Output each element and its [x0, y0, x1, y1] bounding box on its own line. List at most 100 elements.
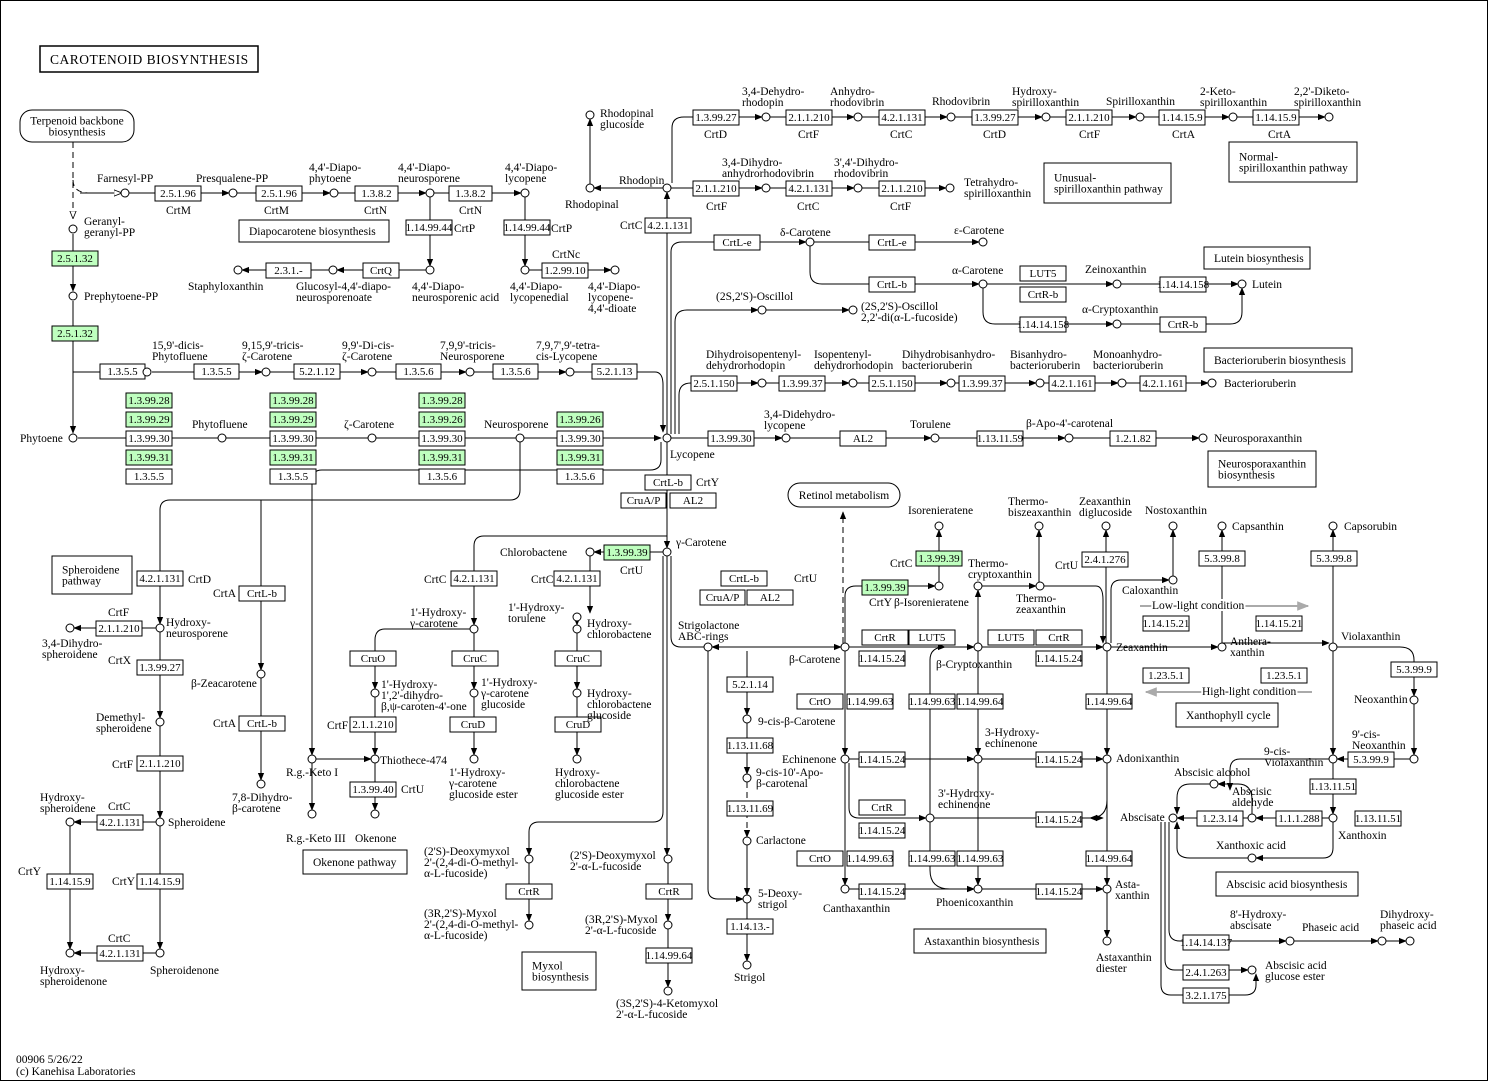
compound-node[interactable]: [1247, 813, 1257, 823]
compound-node[interactable]: [930, 433, 940, 443]
compound-node[interactable]: [663, 920, 673, 930]
enzyme-box[interactable]: 1.3.99.30: [269, 430, 317, 447]
enzyme-box[interactable]: 1.3.99.37: [778, 375, 826, 392]
enzyme-box[interactable]: 1.14.99.44: [503, 219, 551, 236]
enzyme-box[interactable]: 2.5.1.32: [51, 250, 99, 267]
compound-node[interactable]: [1247, 965, 1257, 975]
compound-node[interactable]: [65, 948, 75, 958]
compound-node[interactable]: [1102, 936, 1112, 946]
enzyme-box[interactable]: 1.14.15.24: [858, 751, 906, 768]
compound-node[interactable]: [973, 642, 983, 652]
map-link-lutein[interactable]: Lutein biosynthesis: [1203, 246, 1311, 270]
compound-node[interactable]: [853, 183, 863, 193]
enzyme-box[interactable]: 1.14.15.9: [1252, 109, 1300, 126]
enzyme-box[interactable]: 4.2.1.161: [1139, 375, 1187, 392]
enzyme-box[interactable]: 1.3.99.29: [269, 411, 317, 428]
compound-node[interactable]: [515, 433, 525, 443]
enzyme-box[interactable]: CrtL-e: [868, 234, 916, 251]
enzyme-box[interactable]: CrtO: [796, 850, 844, 867]
compound-node[interactable]: [425, 188, 435, 198]
enzyme-box[interactable]: 1.3.99.26: [418, 411, 466, 428]
enzyme-box[interactable]: 2.5.1.150: [690, 375, 738, 392]
enzyme-box[interactable]: 1.3.99.30: [556, 430, 604, 447]
enzyme-box[interactable]: 2.1.1.210: [785, 109, 833, 126]
compound-node[interactable]: [761, 183, 771, 193]
compound-node[interactable]: [1198, 433, 1208, 443]
compound-node[interactable]: [742, 836, 752, 846]
enzyme-box[interactable]: 1.3.5.6: [556, 468, 604, 485]
compound-node[interactable]: [307, 754, 317, 764]
enzyme-box[interactable]: 1.3.5.5: [99, 363, 146, 380]
compound-node[interactable]: [945, 183, 955, 193]
compound-node[interactable]: [65, 817, 75, 827]
enzyme-box[interactable]: 1.13.11.51: [1354, 810, 1402, 827]
enzyme-box[interactable]: 1.3.99.27: [136, 659, 184, 676]
compound-node[interactable]: [469, 754, 479, 764]
compound-node[interactable]: [1328, 754, 1338, 764]
compound-node[interactable]: [1328, 813, 1338, 823]
enzyme-box[interactable]: 5.3.99.8: [1310, 550, 1358, 567]
enzyme-box[interactable]: 1.3.99.39: [915, 550, 963, 567]
compound-node[interactable]: [1328, 642, 1338, 652]
compound-node[interactable]: [155, 817, 165, 827]
compound-node[interactable]: [585, 547, 595, 557]
enzyme-box[interactable]: 1.14.15.21: [1255, 615, 1303, 632]
compound-node[interactable]: [925, 813, 935, 823]
map-link-diapocarotene[interactable]: Diapocarotene biosynthesis: [238, 219, 390, 243]
compound-node[interactable]: [1035, 581, 1045, 591]
enzyme-box[interactable]: AL2: [746, 589, 794, 606]
enzyme-box[interactable]: AL2: [669, 492, 717, 509]
compound-node[interactable]: [1168, 521, 1178, 531]
enzyme-box[interactable]: 4.2.1.131: [96, 945, 144, 962]
enzyme-box[interactable]: 2.1.1.210: [692, 180, 740, 197]
enzyme-box[interactable]: 1.14.99.64: [956, 693, 1004, 710]
enzyme-box[interactable]: 4.2.1.161: [1048, 375, 1096, 392]
compound-node[interactable]: [572, 688, 582, 698]
compound-node[interactable]: [469, 624, 479, 634]
compound-node[interactable]: [520, 265, 530, 275]
compound-node[interactable]: [662, 547, 672, 557]
enzyme-box[interactable]: 1.14.15.21: [1142, 615, 1190, 632]
compound-node[interactable]: [370, 809, 380, 819]
compound-node[interactable]: [1228, 112, 1238, 122]
enzyme-box[interactable]: CrtR: [505, 883, 553, 900]
enzyme-box[interactable]: 1.14.99.63: [956, 850, 1004, 867]
enzyme-box[interactable]: 1.14.14.158: [1157, 276, 1210, 293]
enzyme-box[interactable]: 1.3.99.39: [861, 579, 909, 596]
enzyme-box[interactable]: 1.14.15.24: [1035, 751, 1083, 768]
map-link-normal[interactable]: Normal-spirilloxanthin pathway: [1228, 141, 1358, 183]
enzyme-box[interactable]: CrtL-e: [713, 234, 761, 251]
compound-node[interactable]: [1409, 695, 1419, 705]
enzyme-box[interactable]: 1.3.99.30: [418, 430, 466, 447]
compound-node[interactable]: [805, 237, 815, 247]
enzyme-box[interactable]: CruD: [449, 716, 497, 733]
enzyme-box[interactable]: 3.2.1.175: [1182, 987, 1230, 1004]
enzyme-box[interactable]: 1.14.15.24: [1035, 650, 1083, 667]
enzyme-box[interactable]: 1.14.99.63: [846, 850, 894, 867]
enzyme-box[interactable]: 1.3.99.26: [556, 411, 604, 428]
compound-node[interactable]: [524, 920, 534, 930]
compound-node[interactable]: [973, 581, 983, 591]
enzyme-box[interactable]: 1.3.99.39: [603, 544, 651, 561]
compound-node[interactable]: [1101, 521, 1111, 531]
enzyme-box[interactable]: 1.23.5.1: [1260, 667, 1308, 684]
enzyme-box[interactable]: LUT5: [908, 629, 956, 646]
enzyme-box[interactable]: 1.3.99.37: [958, 375, 1006, 392]
enzyme-box[interactable]: 1.3.99.27: [971, 109, 1019, 126]
enzyme-box[interactable]: 2.1.1.210: [1065, 109, 1113, 126]
compound-node[interactable]: [840, 642, 850, 652]
compound-node[interactable]: [1102, 884, 1112, 894]
compound-node[interactable]: [572, 754, 582, 764]
enzyme-box[interactable]: 1.3.8.2: [448, 185, 493, 202]
enzyme-box[interactable]: 4.2.1.131: [644, 217, 692, 234]
compound-node[interactable]: [757, 378, 767, 388]
compound-node[interactable]: [1102, 642, 1112, 652]
enzyme-box[interactable]: 1.14.15.24: [858, 650, 906, 667]
compound-node[interactable]: [469, 688, 479, 698]
enzyme-box[interactable]: 1.3.5.5: [269, 468, 317, 485]
compound-node[interactable]: [1112, 319, 1122, 329]
compound-node[interactable]: [1112, 279, 1122, 289]
compound-node[interactable]: [663, 854, 673, 864]
